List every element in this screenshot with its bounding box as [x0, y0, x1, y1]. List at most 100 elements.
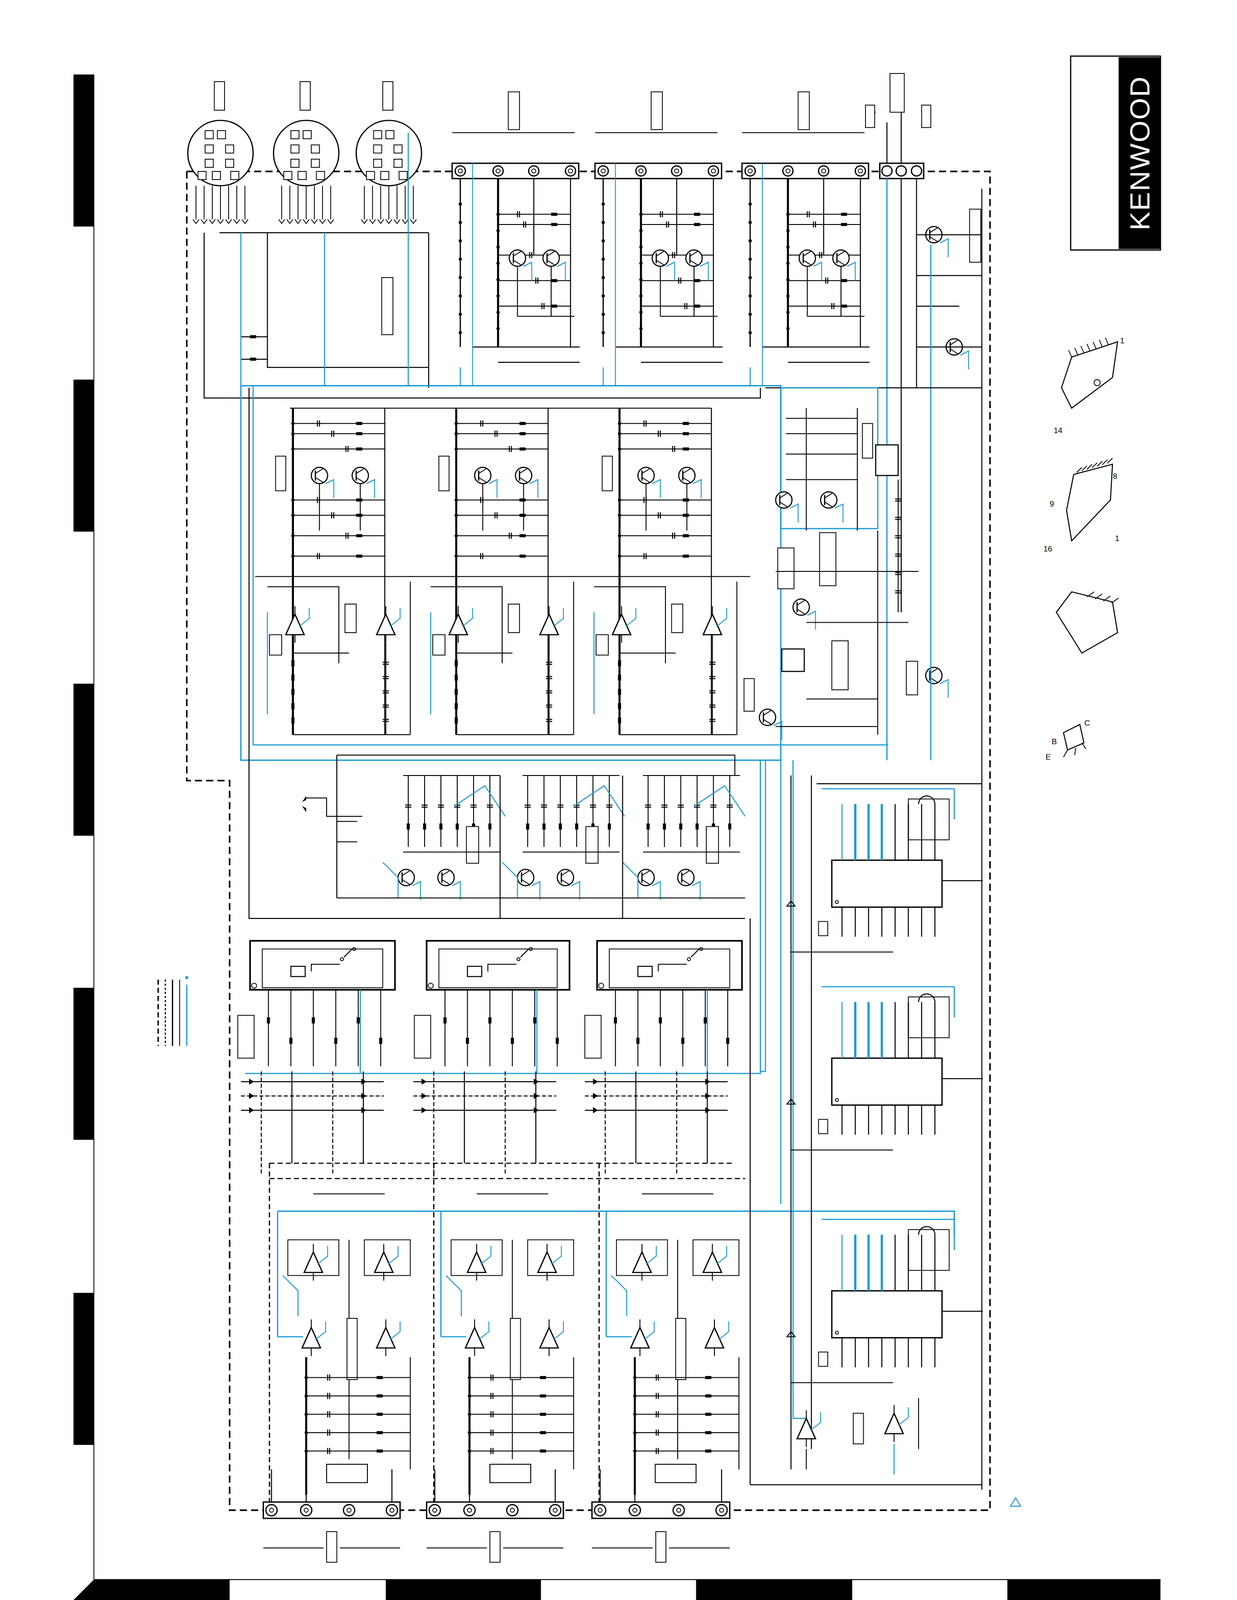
junction-dot: [633, 1449, 637, 1453]
ground-mark: [311, 219, 318, 224]
line-sample: [185, 976, 189, 980]
connector-pin: [230, 171, 240, 180]
capacitor-symbol: [524, 806, 532, 808]
ic-pin: [921, 804, 923, 861]
resistor-symbol: [519, 554, 526, 558]
ground-mark: [241, 219, 249, 224]
wire: [371, 185, 373, 220]
wire: [840, 266, 842, 317]
feedback-network: [596, 635, 609, 656]
junction-dot: [458, 202, 462, 206]
capacitor-symbol: [825, 277, 827, 284]
junction-dot: [304, 1449, 308, 1453]
junction-dot: [458, 294, 462, 298]
package-pin: [1074, 748, 1076, 756]
junction-dot: [601, 294, 605, 298]
capacitor-symbol: [672, 445, 674, 453]
signal-line: [240, 232, 242, 387]
signal-callout: [625, 608, 636, 627]
wire: [775, 726, 878, 728]
jack: [786, 168, 791, 173]
wire: [335, 990, 337, 1067]
ic-pin: [881, 1338, 883, 1368]
registration-bar: [386, 1579, 542, 1600]
relay-contact: [343, 949, 353, 958]
capacitor-symbol: [660, 430, 661, 438]
capacitor-symbol: [894, 537, 902, 539]
ground-mark: [192, 219, 200, 224]
opamp-lead: [294, 606, 296, 615]
ref-label-box: [655, 1531, 667, 1563]
capacitor-symbol: [510, 532, 512, 540]
wire: [456, 514, 549, 516]
transistor-lead: [315, 468, 324, 474]
junction-dot: [601, 312, 605, 316]
pin-name: B: [1051, 738, 1058, 746]
transistor-symbol: [832, 249, 850, 267]
ground-mark: [361, 219, 368, 224]
jack: [265, 1505, 278, 1517]
resistor-symbol: [519, 447, 526, 451]
opamp-lead: [310, 1319, 312, 1328]
wire: [482, 484, 484, 532]
capacitor-symbol: [517, 211, 519, 218]
junction-dot: [458, 257, 462, 261]
ref-label-box: [326, 1531, 338, 1563]
package-pin: [1080, 346, 1085, 354]
capacitor-symbol: [490, 1411, 492, 1418]
wire: [293, 433, 386, 435]
relay-contact: [529, 947, 533, 951]
wire: [498, 361, 580, 363]
wire: [619, 734, 738, 736]
resistor-symbol: [356, 513, 363, 518]
capacitor-symbol: [680, 277, 682, 284]
capacitor-symbol: [709, 664, 716, 665]
transistor-base: [641, 872, 643, 884]
relay-contact: [699, 947, 703, 951]
junction-dot: [748, 220, 752, 225]
pin-number: 14: [1053, 426, 1063, 435]
transistor-base: [689, 253, 691, 264]
capacitor-symbol: [660, 512, 661, 519]
capacitor-symbol: [347, 445, 349, 453]
capacitor-symbol: [329, 1411, 331, 1418]
transistor-lead: [441, 880, 450, 885]
junction-dot: [639, 327, 643, 331]
opamp-lead: [385, 606, 387, 615]
signal-callout: [666, 262, 675, 281]
transistor-base: [520, 872, 523, 884]
ic-pin: [894, 1338, 896, 1368]
resistor-symbol: [266, 1017, 270, 1024]
capacitor-symbol: [894, 555, 902, 557]
transistor-base: [682, 470, 684, 481]
signal-callout: [807, 611, 816, 631]
junction-dot: [617, 513, 621, 518]
transistor-symbol: [352, 467, 369, 485]
wire: [877, 530, 879, 735]
resistor-symbol: [682, 554, 690, 558]
capacitor-symbol: [657, 1411, 659, 1418]
opamp-lead: [385, 1319, 387, 1328]
capacitor-symbol: [674, 532, 675, 540]
bracket-line: [591, 1547, 653, 1549]
capacitor-symbol: [677, 806, 685, 808]
capacitor-symbol: [382, 718, 390, 720]
wire: [749, 918, 751, 1486]
junction-dot: [748, 239, 752, 243]
capacitor-symbol: [665, 221, 667, 228]
ref-label-box: [508, 604, 520, 633]
jack: [715, 1505, 728, 1517]
wire: [430, 586, 503, 664]
capacitor-symbol: [678, 277, 680, 284]
wire: [306, 798, 363, 817]
relay-contact: [517, 958, 521, 962]
resistor-symbol: [376, 1413, 383, 1417]
resistor-symbol: [703, 1017, 707, 1024]
din-connector: [356, 120, 422, 186]
opamp-lead: [641, 1272, 643, 1282]
resistor-symbol: [728, 823, 732, 831]
opamp-lead: [711, 635, 713, 644]
transistor-lead: [513, 260, 522, 266]
junction-dot: [786, 278, 790, 282]
opamp-lead: [457, 635, 459, 644]
